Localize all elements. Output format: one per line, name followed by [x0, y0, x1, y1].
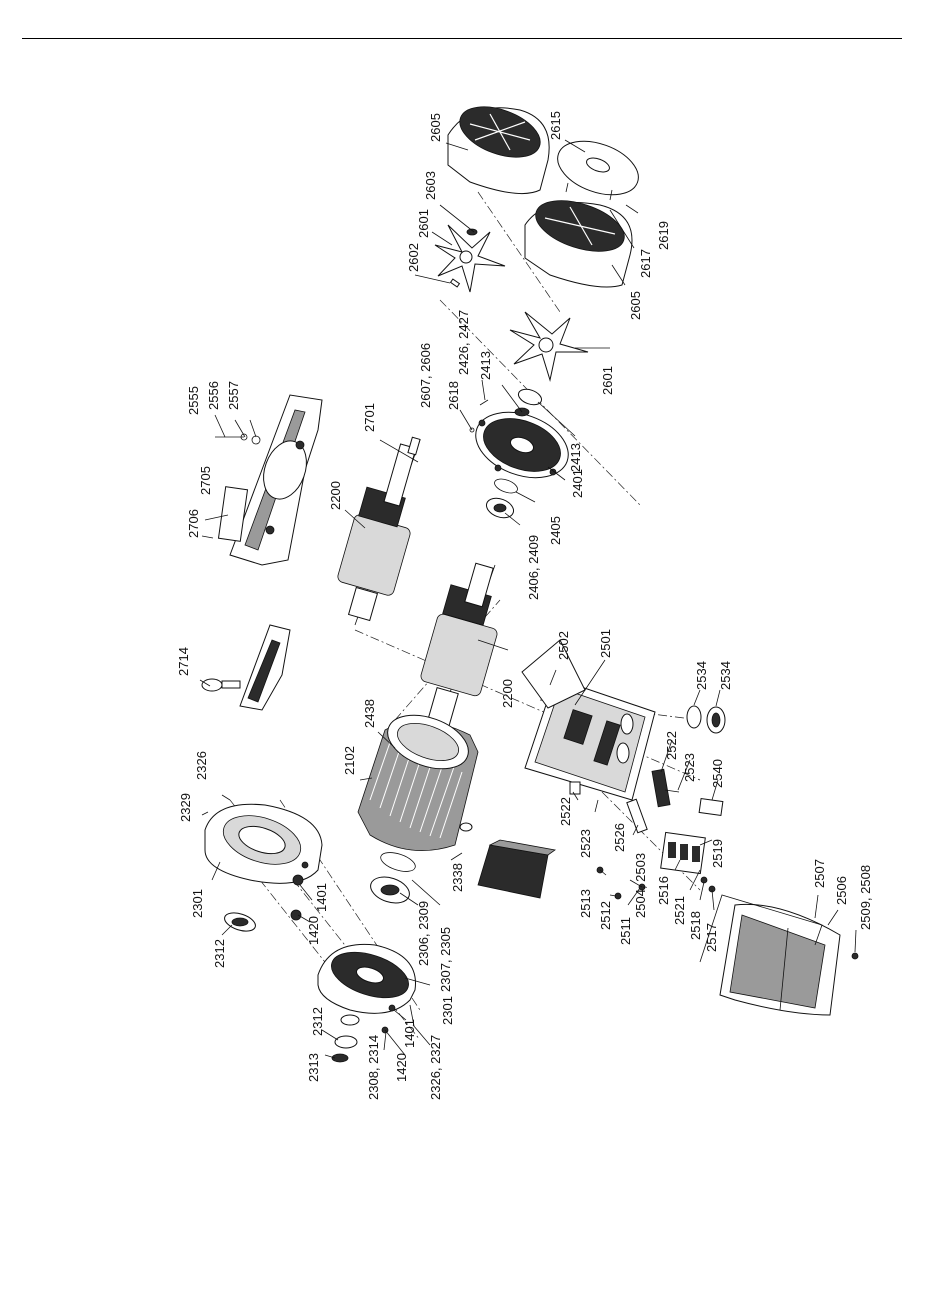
label-2602: 2602	[406, 243, 421, 272]
label-2705: 2705	[198, 466, 213, 495]
label-2306-2309: 2306, 2309	[416, 901, 431, 966]
label-2517: 2517	[704, 923, 719, 952]
rotor-icon	[420, 562, 498, 736]
label-2406-2409: 2406, 2409	[526, 535, 541, 600]
label-2601-top: 2601	[416, 209, 431, 238]
label-1401-top: 1401	[314, 883, 329, 912]
terminal-block-icon	[569, 768, 724, 900]
header-rule	[22, 38, 902, 39]
label-2701: 2701	[362, 403, 377, 432]
terminal-box-icon	[477, 839, 557, 899]
bearing-icon	[224, 852, 416, 1063]
label-2605-lower: 2605	[628, 291, 643, 320]
label-2521: 2521	[672, 896, 687, 925]
label-2540: 2540	[710, 759, 725, 788]
label-2308-2314: 2308, 2314	[366, 1035, 381, 1100]
label-2534-b: 2534	[718, 661, 733, 690]
label-2401: 2401	[570, 469, 585, 498]
label-2200-top: 2200	[328, 481, 343, 510]
fan-cover-icon	[524, 200, 633, 288]
label-2603: 2603	[423, 171, 438, 200]
label-2301-top: 2301	[190, 889, 205, 918]
label-2502: 2502	[556, 631, 571, 660]
label-2326-top: 2326	[194, 751, 209, 780]
label-2312-lower: 2312	[310, 1007, 325, 1036]
leader-lines	[199, 139, 857, 1059]
label-2615: 2615	[548, 111, 563, 140]
label-2557: 2557	[226, 381, 241, 410]
label-2516: 2516	[656, 876, 671, 905]
label-2522-right: 2522	[664, 731, 679, 760]
label-2605-top: 2605	[428, 113, 443, 142]
label-2526: 2526	[612, 823, 627, 852]
label-2523-right: 2523	[682, 753, 697, 782]
label-2618: 2618	[446, 381, 461, 410]
label-2509-2508: 2509, 2508	[858, 865, 873, 930]
label-2506: 2506	[834, 876, 849, 905]
label-2534-a: 2534	[694, 661, 709, 690]
endshield-icon	[204, 803, 323, 921]
callout-labels: 2605 2615 2603 2601 2602 2619 2617 2605 …	[176, 111, 873, 1100]
label-2338: 2338	[450, 863, 465, 892]
label-2501: 2501	[598, 629, 613, 658]
label-2556: 2556	[206, 381, 221, 410]
label-2200-lower: 2200	[500, 679, 515, 708]
rotor-icon	[337, 436, 421, 626]
label-2714: 2714	[176, 647, 191, 676]
label-2301-lower: 2301	[440, 996, 455, 1025]
label-2326-2327: 2326, 2327	[428, 1035, 443, 1100]
label-2413-top: 2413	[478, 351, 493, 380]
label-2523-left: 2523	[578, 829, 593, 858]
endshield-icon	[317, 943, 416, 1014]
fan-icon	[509, 311, 589, 382]
stator-icon	[357, 714, 479, 851]
label-1420-top: 1420	[306, 916, 321, 945]
label-2519: 2519	[710, 839, 725, 868]
label-2504-2503: 2504, 2503	[633, 853, 648, 918]
endshield-icon	[475, 411, 569, 479]
fan-icon	[434, 224, 506, 293]
label-2329: 2329	[178, 793, 193, 822]
label-2512: 2512	[598, 901, 613, 930]
label-2518: 2518	[688, 911, 703, 940]
base-plate-icon	[215, 394, 323, 566]
terminal-box-icon	[521, 639, 656, 801]
label-2426-2427: 2426, 2427	[456, 310, 471, 375]
label-2601-lower: 2601	[600, 366, 615, 395]
label-2312-top: 2312	[212, 939, 227, 968]
label-2507: 2507	[812, 859, 827, 888]
label-2511: 2511	[618, 917, 633, 945]
label-2513: 2513	[578, 889, 593, 918]
label-2405: 2405	[548, 516, 563, 545]
label-1420-lower: 1420	[394, 1053, 409, 1082]
label-2522-left: 2522	[558, 797, 573, 826]
fan-cover-cap-icon	[557, 140, 639, 201]
eyebolt-icon	[201, 678, 241, 692]
label-2607-2606: 2607, 2606	[418, 343, 433, 408]
label-2413-lower: 2413	[568, 443, 583, 472]
label-2307-2305: 2307, 2305	[438, 927, 453, 992]
label-2619: 2619	[656, 221, 671, 250]
base-plate-icon	[201, 624, 291, 711]
terminal-box-lid-icon	[699, 894, 859, 1016]
bearing-icon	[485, 388, 543, 519]
label-2313: 2313	[306, 1053, 321, 1082]
label-2706: 2706	[186, 509, 201, 538]
label-2555: 2555	[186, 386, 201, 415]
label-2102: 2102	[342, 746, 357, 775]
label-2617: 2617	[638, 249, 653, 278]
fan-cover-icon	[447, 106, 550, 195]
label-1401-lower: 1401	[402, 1019, 417, 1048]
gland-icon	[686, 705, 726, 734]
label-2438: 2438	[362, 699, 377, 728]
